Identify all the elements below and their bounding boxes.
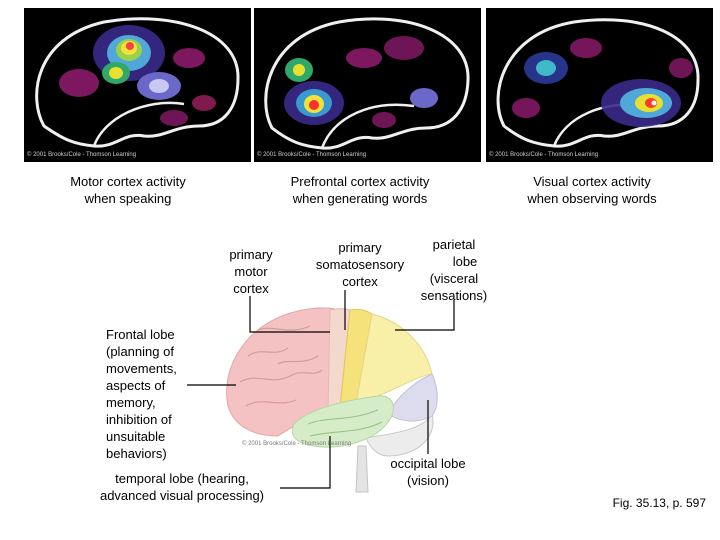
label-line: (visceral	[408, 270, 500, 287]
label-line: Frontal lobe	[106, 326, 177, 343]
label-line: primary	[306, 239, 414, 256]
label-primary-motor-cortex: primary motor cortex	[222, 246, 280, 297]
label-line: parietal	[408, 236, 500, 253]
label-line: primary	[222, 246, 280, 263]
label-line: movements,	[106, 360, 177, 377]
label-line: cortex	[222, 280, 280, 297]
label-line: lobe	[408, 253, 500, 270]
label-temporal-lobe: temporal lobe (hearing, advanced visual …	[84, 470, 280, 504]
label-line: behaviors)	[106, 445, 177, 462]
leader-line-temporal	[280, 436, 330, 488]
label-line: (vision)	[378, 472, 478, 489]
label-occipital-lobe: occipital lobe (vision)	[378, 455, 478, 489]
leader-line-primary-motor	[250, 296, 330, 332]
label-frontal-lobe: Frontal lobe (planning of movements, asp…	[106, 326, 177, 462]
label-primary-somatosensory-cortex: primary somatosensory cortex	[306, 239, 414, 290]
label-line: occipital lobe	[378, 455, 478, 472]
label-parietal-lobe: parietal lobe (visceral sensations)	[408, 236, 500, 304]
leader-line-parietal	[395, 300, 454, 330]
label-line: memory,	[106, 394, 177, 411]
figure-reference: Fig. 35.13, p. 597	[613, 496, 706, 510]
label-line: motor	[222, 263, 280, 280]
label-line: temporal lobe (hearing,	[84, 470, 280, 487]
label-line: advanced visual processing)	[84, 487, 280, 504]
label-line: (planning of	[106, 343, 177, 360]
label-line: inhibition of	[106, 411, 177, 428]
label-line: unsuitable	[106, 428, 177, 445]
label-line: cortex	[306, 273, 414, 290]
label-line: somatosensory	[306, 256, 414, 273]
label-line: sensations)	[408, 287, 500, 304]
label-line: aspects of	[106, 377, 177, 394]
